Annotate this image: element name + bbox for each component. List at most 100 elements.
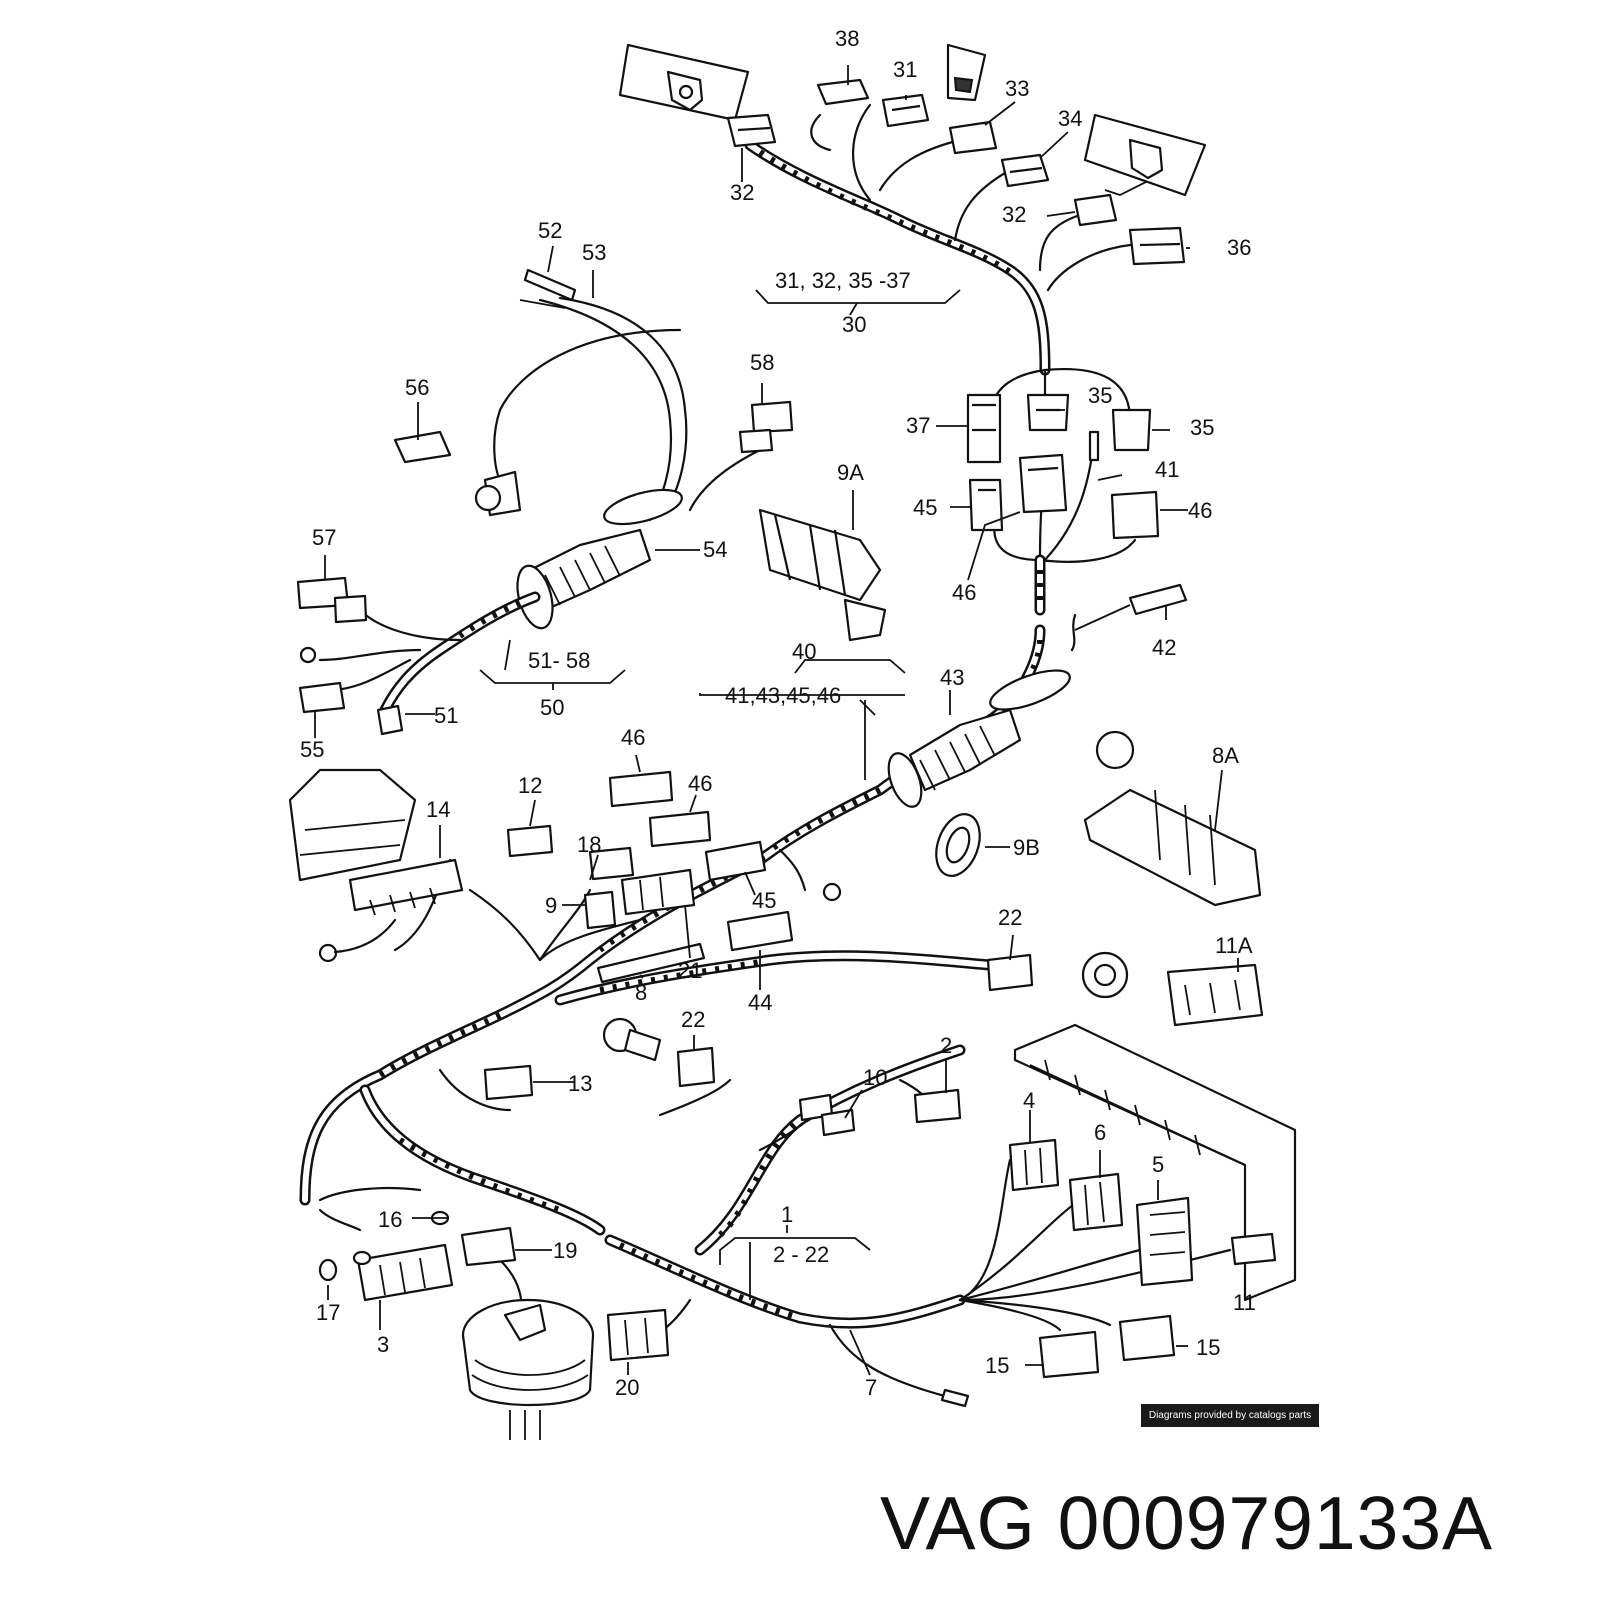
leader-lines (314, 65, 1246, 1376)
harness-1 (288, 730, 1297, 1440)
connector-58 (738, 400, 794, 454)
callout-46-topright: 46 (1188, 498, 1212, 523)
callout-40: 40 (792, 639, 816, 664)
callout-19: 19 (553, 1238, 577, 1263)
connector-21 (620, 868, 696, 916)
grommet-9B (935, 813, 981, 877)
callout-10: 10 (863, 1065, 887, 1090)
callout-52: 52 (538, 218, 562, 243)
callout-21: 21 (678, 958, 702, 983)
callout-35-left: 35 (1088, 383, 1112, 408)
callout-11: 11 (1233, 1290, 1256, 1315)
callout-50: 50 (540, 695, 564, 720)
harness-30 (618, 43, 1207, 464)
part-number-title: VAG 000979133A (880, 1481, 1494, 1565)
callout-2: 2 (940, 1033, 952, 1058)
callout-group-50: 51- 58 (528, 648, 590, 673)
callout-14: 14 (426, 797, 450, 822)
connector-51 (376, 704, 404, 736)
connector-18 (588, 846, 635, 881)
connector-38 (816, 78, 870, 106)
connector-57 (296, 576, 368, 624)
callout-42: 42 (1152, 635, 1176, 660)
callout-9A: 9A (837, 460, 864, 485)
ring-terminal-45 (822, 882, 842, 902)
grommet-54 (516, 488, 683, 630)
diagram-credit-badge: Diagrams provided by catalogs parts (1141, 1404, 1319, 1427)
callout-group-30: 31, 32, 35 -37 (775, 268, 911, 293)
callout-22-lower: 22 (681, 1007, 705, 1032)
callout-17: 17 (316, 1300, 340, 1325)
callout-8: 8 (635, 980, 647, 1005)
callout-13: 13 (568, 1071, 592, 1096)
sleeve-8 (596, 942, 706, 984)
callout-35-right: 35 (1190, 415, 1214, 440)
ring-terminal-55 (299, 646, 317, 664)
connector-35-right (1111, 408, 1152, 452)
connector-4 (1008, 1138, 1060, 1192)
harness-40 (754, 430, 1188, 877)
bulb-socket-22-upper (1081, 951, 1129, 999)
connector-20 (606, 1308, 670, 1362)
bulb-socket-22-lower (602, 1017, 662, 1062)
callout-54: 54 (703, 537, 727, 562)
callout-3: 3 (377, 1332, 389, 1357)
connector-42 (1128, 583, 1188, 616)
speaker-socket (461, 1298, 595, 1440)
connector-2 (913, 1088, 962, 1124)
callout-15-left: 15 (985, 1353, 1009, 1378)
callout-45-top: 45 (913, 495, 937, 520)
connector-36 (1128, 226, 1186, 266)
connector-9 (583, 890, 617, 930)
fuse-box-11A (1166, 963, 1264, 1027)
callout-32-left: 32 (730, 180, 754, 205)
connector-3 (356, 1243, 454, 1302)
callout-33: 33 (1005, 76, 1029, 101)
connector-5 (1135, 1196, 1194, 1287)
callout-36: 36 (1227, 235, 1251, 260)
connector-12 (506, 824, 554, 858)
callout-37: 37 (906, 413, 930, 438)
connector-56 (393, 430, 452, 464)
clip-9A (758, 508, 887, 642)
callout-58: 58 (750, 350, 774, 375)
callout-8A: 8A (1212, 743, 1239, 768)
connector-22-upper (986, 953, 1034, 992)
switch-56-lower (474, 470, 522, 517)
callout-1: 1 (781, 1202, 793, 1227)
callout-9: 9 (545, 893, 557, 918)
connector-46-top (1018, 453, 1068, 514)
connector-37 (966, 393, 1002, 464)
callout-53: 53 (582, 240, 606, 265)
connector-41 (1088, 430, 1100, 462)
callout-56: 56 (405, 375, 429, 400)
callout-20: 20 (615, 1375, 639, 1400)
connector-45-top (968, 478, 1004, 532)
connector-46-upper (608, 770, 674, 808)
callout-41: 41 (1155, 457, 1179, 482)
connector-32-left (726, 113, 777, 148)
callout-43: 43 (940, 665, 964, 690)
callout-46-topmid: 46 (952, 580, 976, 605)
callout-12: 12 (518, 773, 542, 798)
lamp-connector-14 (348, 858, 464, 916)
connector-46-lower (648, 810, 712, 848)
callout-group-1: 2 - 22 (773, 1242, 829, 1267)
bulb-17 (318, 1258, 338, 1282)
callout-4: 4 (1023, 1088, 1035, 1113)
connector-45-lower (704, 840, 767, 882)
connector-32-mid (948, 120, 998, 155)
callout-7: 7 (865, 1375, 877, 1400)
callout-38: 38 (835, 26, 859, 51)
callout-34: 34 (1058, 106, 1082, 131)
grommet-43 (887, 669, 1071, 808)
connector-35-left (1026, 393, 1070, 432)
harness-50 (296, 268, 794, 736)
connector-34 (1000, 153, 1050, 188)
control-unit (1013, 1023, 1297, 1302)
connector-11 (1230, 1232, 1277, 1266)
callout-46-midright: 46 (688, 771, 712, 796)
callout-18: 18 (577, 832, 601, 857)
connector-32-right (1073, 193, 1118, 227)
cable-52 (523, 268, 577, 302)
